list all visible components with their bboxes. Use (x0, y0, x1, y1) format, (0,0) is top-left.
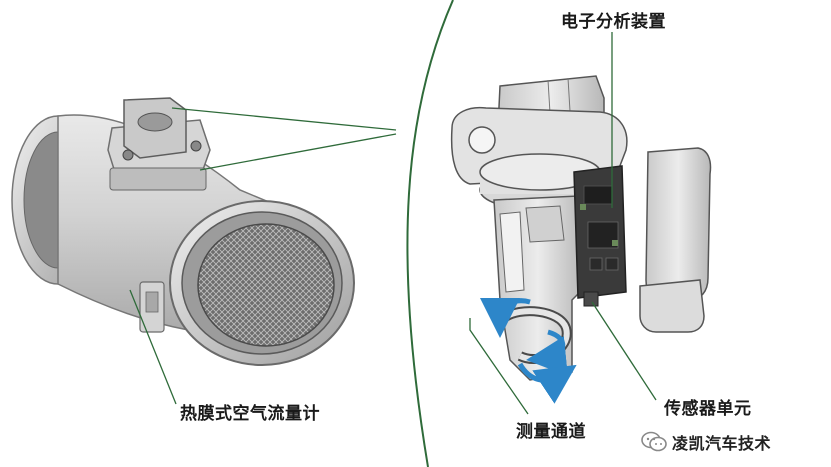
module-cover-tab (639, 279, 705, 333)
label-hot-film-air-meter: 热膜式空气流量计 (180, 404, 320, 424)
airflow-arrow-out (517, 362, 577, 404)
label-electronics: 电子分析装置 (561, 12, 666, 32)
air-mass-meter (11, 97, 355, 366)
module-cover-plate (645, 147, 712, 303)
exploded-module (450, 75, 712, 381)
airflow-arrow-mid (526, 329, 568, 376)
leader-connector-top (171, 107, 397, 131)
airflow-arrows (480, 297, 577, 404)
leader-connector-bottom (199, 133, 397, 171)
leader-sensor-unit (591, 301, 657, 401)
sensor-element (583, 291, 599, 307)
label-measure-channel: 测量通道 (516, 422, 586, 442)
wechat-icon (641, 431, 667, 452)
watermark: 凌凯汽车技术 (641, 428, 771, 456)
divider-arc (406, 0, 454, 467)
leader-left-label (129, 289, 177, 405)
airflow-arrow-in (480, 297, 531, 338)
watermark-text: 凌凯汽车技术 (672, 434, 772, 453)
label-sensor-unit: 传感器单元 (664, 399, 752, 419)
meter-mesh-screen (197, 223, 335, 347)
leader-measure-channel (469, 318, 529, 415)
circuit-board (573, 165, 627, 299)
